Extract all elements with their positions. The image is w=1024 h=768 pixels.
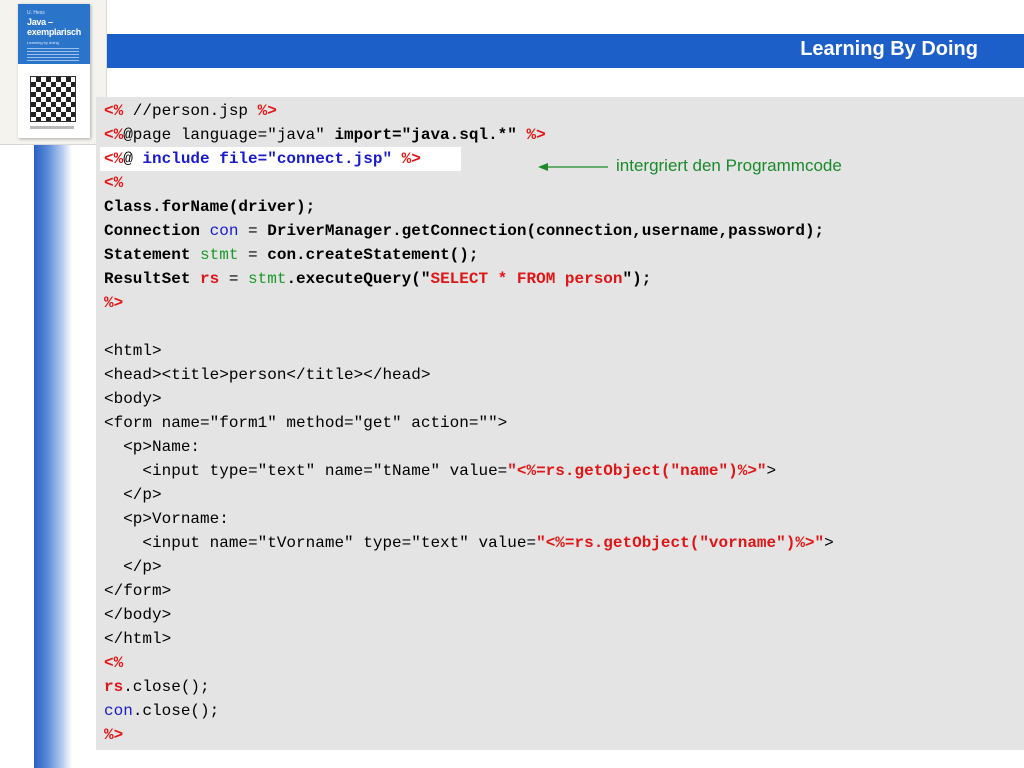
code-line-21: </form> bbox=[104, 582, 172, 600]
code-line-7: Statement stmt = con.createStatement(); bbox=[104, 246, 479, 264]
code-panel bbox=[96, 97, 1024, 750]
code-line-20: </p> bbox=[104, 558, 162, 576]
code-line-1: <% //person.jsp %> bbox=[104, 102, 277, 120]
code-line-11: <html> bbox=[104, 342, 162, 360]
code-line-23: </html> bbox=[104, 630, 172, 648]
code-line-25: rs.close(); bbox=[104, 678, 210, 696]
arrow-left-icon bbox=[538, 163, 608, 171]
code-line-3-include: <%@ include file="connect.jsp" %> bbox=[100, 147, 834, 171]
book-title-line1: Java – bbox=[27, 17, 53, 27]
code-line-5: Class.forName(driver); bbox=[104, 198, 316, 216]
code-line-16: <input type="text" name="tName" value="<… bbox=[104, 462, 777, 480]
code-line-19: <input name="tVorname" type="text" value… bbox=[104, 534, 834, 552]
code-listing: <% //person.jsp %> <%@page language="java… bbox=[100, 99, 834, 747]
code-line-6: Connection con = DriverManager.getConnec… bbox=[104, 222, 825, 240]
code-line-9: %> bbox=[104, 294, 124, 312]
code-line-8: ResultSet rs = stmt.executeQuery("SELECT… bbox=[104, 270, 652, 288]
book-text-lines bbox=[27, 48, 79, 62]
book-title-line2: exemplarisch bbox=[27, 27, 81, 37]
chessboard-icon bbox=[30, 76, 76, 122]
code-line-13: <body> bbox=[104, 390, 162, 408]
book-cover-logo: U. Hess Java – exemplarisch Learning by … bbox=[0, 0, 107, 145]
book-subtitle: Learning by doing bbox=[27, 40, 59, 45]
annotation-text: intergriert den Programmcode bbox=[616, 156, 842, 175]
include-highlight-box: <%@ include file="connect.jsp" %> bbox=[100, 147, 461, 171]
book-cover-top: U. Hess Java – exemplarisch Learning by … bbox=[18, 4, 90, 64]
code-line-26: con.close(); bbox=[104, 702, 220, 720]
code-line-15: <p>Name: bbox=[104, 438, 201, 456]
code-line-27: %> bbox=[104, 726, 124, 744]
code-line-17: </p> bbox=[104, 486, 162, 504]
code-line-14: <form name="form1" method="get" action="… bbox=[104, 414, 508, 432]
code-line-12: <head><title>person</title></head> bbox=[104, 366, 431, 384]
book-foot-line bbox=[30, 126, 74, 129]
code-line-2: <%@page language="java" import="java.sql… bbox=[104, 126, 546, 144]
code-line-22: </body> bbox=[104, 606, 172, 624]
book-cover: U. Hess Java – exemplarisch Learning by … bbox=[18, 4, 90, 138]
book-author: U. Hess bbox=[27, 10, 45, 16]
book-title: Java – exemplarisch bbox=[27, 17, 81, 37]
code-line-24: <% bbox=[104, 654, 124, 672]
code-line-10-blank bbox=[104, 315, 834, 339]
slide-title: Learning By Doing bbox=[800, 38, 978, 60]
code-line-4: <% bbox=[104, 174, 124, 192]
header-bar bbox=[0, 34, 1024, 68]
code-line-18: <p>Vorname: bbox=[104, 510, 229, 528]
